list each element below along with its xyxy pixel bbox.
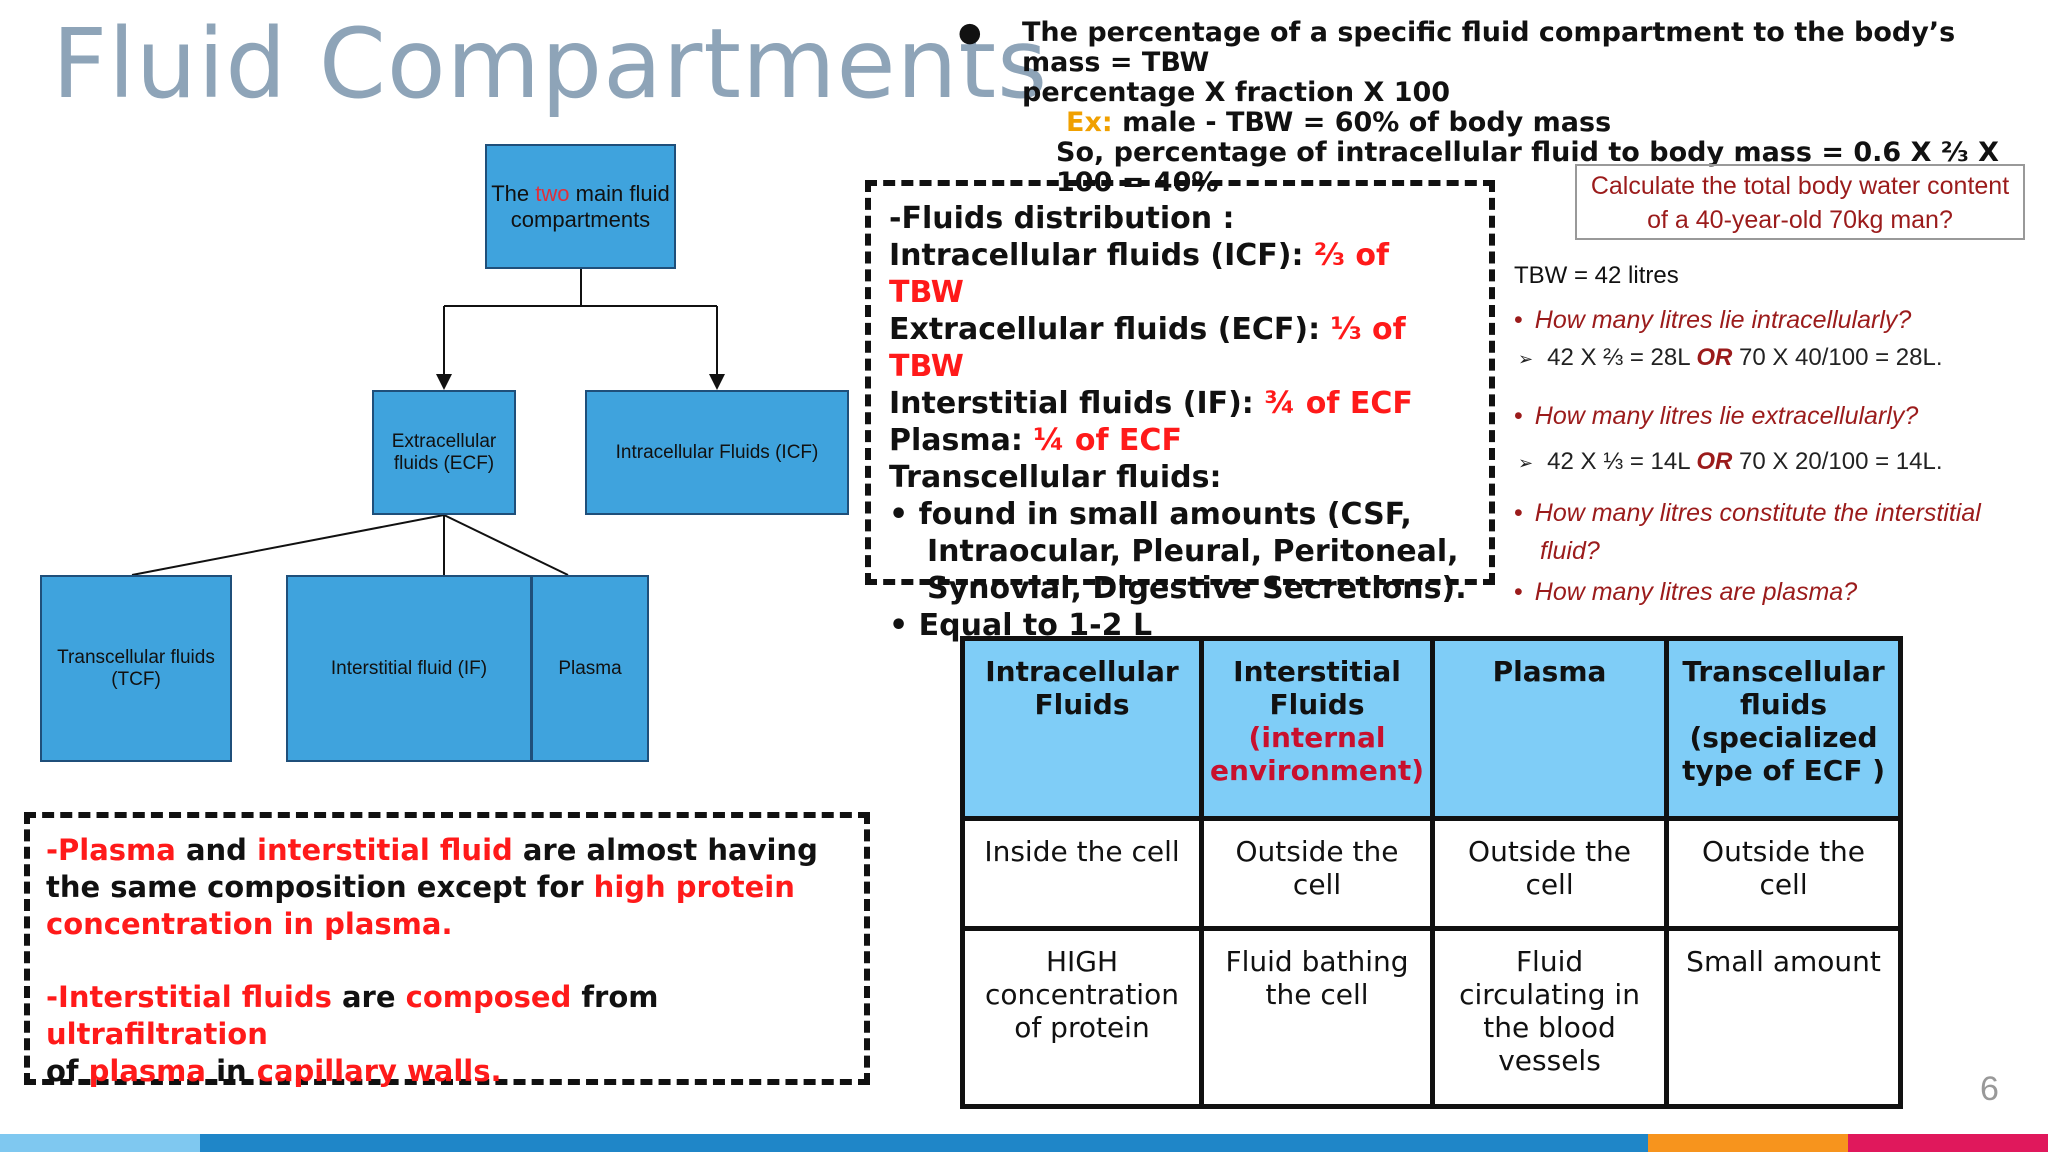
tbw-answer: TBW = 42 litres <box>1514 262 1679 289</box>
ecf-fraction: Extracellular fluids (ECF): ⅓ of TBW <box>889 312 1406 384</box>
question-card: Calculate the total body water content o… <box>1575 164 2025 240</box>
table-header-row: Intracellular Fluids Interstitial Fluids… <box>960 636 1904 821</box>
question-plasma: •How many litres are plasma? <box>1514 578 1858 606</box>
plasma-interstitial-note: -Plasma and interstitial fluid are almos… <box>24 812 870 1088</box>
distribution-heading: -Fluids distribution : <box>889 201 1235 236</box>
icf-fraction: Intracellular fluids (ICF): ⅔ of TBW <box>889 238 1390 310</box>
question-interstitial: •How many litres constitute the intersti… <box>1514 499 1981 565</box>
table-cell: Outside the cell <box>1664 816 1904 931</box>
plasma-box: Plasma <box>531 575 649 762</box>
table-cell: Fluid bathing the cell <box>1198 926 1436 1109</box>
table-cell: Fluid circulating in the blood vessels <box>1430 926 1670 1109</box>
bullet-icon: ● <box>958 17 982 48</box>
transcellular-label: Transcellular fluids: <box>889 460 1222 495</box>
table-cell: Outside the cell <box>1430 816 1670 931</box>
note-line-3: Ex: male - TBW = 60% of body mass <box>1066 108 2038 138</box>
fluid-comparison-table: Intracellular Fluids Interstitial Fluids… <box>960 636 1904 1109</box>
question-intracellular: •How many litres lie intracellularly? <box>1514 306 1912 334</box>
tcf-box: Transcellular fluids (TCF) <box>40 575 232 762</box>
if-fraction: Interstitial fluids (IF): ¾ of ECF <box>889 386 1413 421</box>
header-interstitial: Interstitial Fluids(internal environment… <box>1198 636 1436 821</box>
transcellular-bullet-2: • Equal to 1-2 L <box>889 608 1153 643</box>
table-row: HIGH concentration of protein Fluid bath… <box>960 926 1904 1109</box>
table-row: Inside the cell Outside the cell Outside… <box>960 816 1904 931</box>
fluids-distribution-box: -Fluids distribution : Intracellular flu… <box>865 180 1495 643</box>
table-cell: Outside the cell <box>1198 816 1436 931</box>
arrow-icon: ➢ <box>1518 349 1534 369</box>
answer-extracellular: ➢42 X ⅓ = 14L OR 70 X 20/100 = 14L. <box>1518 448 1943 475</box>
header-intracellular: Intracellular Fluids <box>960 636 1204 821</box>
ecf-box: Extracellular fluids (ECF) <box>372 390 516 515</box>
page-title: Fluid Compartments <box>52 8 1049 120</box>
page-number: 6 <box>1980 1070 1999 1108</box>
note-paragraph-1: -Plasma and interstitial fluid are almos… <box>46 833 818 941</box>
note-line-2: percentage X fraction X 100 <box>1022 77 1451 108</box>
example-label: Ex: <box>1066 107 1113 138</box>
header-transcellular: Transcellular fluids (specialized type o… <box>1664 636 1904 821</box>
table-cell: Small amount <box>1664 926 1904 1109</box>
percentage-note: ● The percentage of a specific fluid com… <box>958 18 2038 198</box>
note-paragraph-2: -Interstitial fluids are composed from u… <box>46 980 659 1088</box>
answer-intracellular: ➢42 X ⅔ = 28L OR 70 X 40/100 = 28L. <box>1518 344 1943 371</box>
root-compartment-label: The two main fluid compartments <box>491 180 670 232</box>
header-plasma: Plasma <box>1430 636 1670 821</box>
example-text: male - TBW = 60% of body mass <box>1112 107 1612 138</box>
if-box: Interstitial fluid (IF) <box>286 575 532 762</box>
bottom-color-strip <box>0 1134 2048 1152</box>
question-extracellular: •How many litres lie extracellularly? <box>1514 402 1919 430</box>
transcellular-bullet-1: • found in small amounts (CSF, Intraocul… <box>889 497 1467 606</box>
table-cell: HIGH concentration of protein <box>960 926 1204 1109</box>
icf-box: Intracellular Fluids (ICF) <box>585 390 849 515</box>
arrow-icon: ➢ <box>1518 453 1534 473</box>
root-compartment-box: The two main fluid compartments <box>485 144 676 269</box>
table-cell: Inside the cell <box>960 816 1204 931</box>
note-line-1: The percentage of a specific fluid compa… <box>1022 17 1956 78</box>
plasma-fraction: Plasma: ¼ of ECF <box>889 423 1182 458</box>
